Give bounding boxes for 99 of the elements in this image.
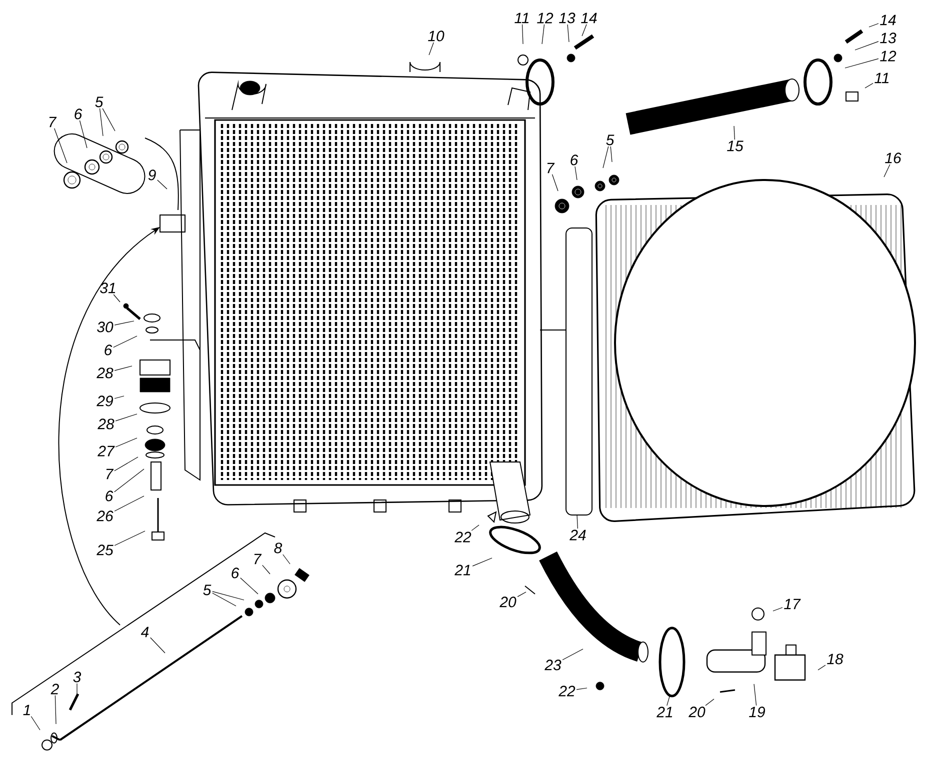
leader-line — [582, 24, 587, 36]
callout-number: 7 — [254, 554, 262, 564]
callout-number: 27 — [98, 446, 115, 456]
callout-number: 18 — [827, 654, 844, 664]
leader-line — [542, 24, 545, 44]
leader-line — [212, 592, 236, 606]
leader-line — [150, 637, 166, 654]
callout-number: 23 — [544, 660, 562, 670]
callout-number: 3 — [73, 672, 82, 682]
leader-line — [705, 698, 714, 706]
leader-line — [114, 468, 144, 492]
leader-line — [472, 558, 492, 566]
callout-number: 12 — [880, 50, 896, 62]
leader-line — [115, 414, 138, 422]
leader-line — [262, 564, 270, 574]
callout-number: 31 — [100, 282, 116, 294]
leader-line — [114, 396, 124, 399]
leader-line — [113, 336, 138, 348]
callout-number: 4 — [140, 626, 149, 638]
callout-number: 8 — [274, 542, 282, 554]
leader-line — [54, 128, 68, 164]
callout-number: 12 — [537, 12, 554, 24]
leader-line — [868, 23, 879, 28]
callout-number: 5 — [203, 584, 212, 596]
callout-number: 2 — [50, 684, 59, 694]
leader-line — [562, 648, 584, 660]
leader-line — [754, 684, 757, 706]
callout-number: 14 — [581, 12, 597, 24]
callout-number: 20 — [500, 596, 516, 608]
callout-number: 22 — [454, 532, 472, 542]
leader-line — [114, 456, 138, 472]
callout-number: 11 — [874, 72, 889, 84]
callout-number: 14 — [880, 14, 896, 26]
leader-line — [818, 664, 826, 670]
callout-number: 13 — [559, 12, 576, 24]
callout-number: 17 — [784, 598, 801, 610]
leader-line — [102, 108, 116, 132]
leader-line — [567, 24, 570, 42]
leader-line — [522, 24, 524, 44]
leader-line — [54, 695, 56, 724]
callout-number: 6 — [104, 344, 112, 356]
leader-line — [734, 126, 735, 140]
leader-line — [517, 592, 526, 597]
callout-number: 6 — [106, 490, 114, 502]
leader-line — [552, 174, 558, 192]
leader-line — [240, 578, 258, 594]
leader-line — [79, 120, 88, 148]
leader-line — [113, 294, 120, 302]
leader-line — [610, 146, 612, 162]
leader-line — [576, 514, 578, 529]
callout-number: 21 — [454, 564, 470, 576]
callout-number: 7 — [106, 468, 114, 480]
leader-line — [864, 82, 874, 88]
leader-line — [576, 688, 588, 690]
leader-line — [428, 42, 434, 56]
callout-number: 28 — [96, 368, 114, 378]
callout-number: 30 — [97, 322, 114, 332]
leader-line — [471, 524, 480, 531]
leader-line — [884, 164, 890, 178]
leader-line — [666, 694, 670, 706]
leader-line — [772, 607, 783, 612]
leader-line — [282, 554, 290, 564]
callout-number: 16 — [885, 152, 902, 164]
callout-number: 7 — [547, 162, 555, 174]
leader-line — [157, 180, 168, 190]
callout-number: 6 — [570, 154, 578, 166]
callout-number: 19 — [749, 706, 766, 718]
callout-number: 10 — [428, 30, 444, 42]
leader-line — [114, 496, 144, 512]
leader-line — [114, 530, 146, 546]
leader-line — [99, 108, 104, 136]
leader-line — [212, 591, 244, 600]
callout-number: 20 — [688, 706, 706, 718]
callout-number: 11 — [514, 12, 529, 24]
callout-number: 5 — [606, 134, 614, 146]
callout-number: 9 — [148, 170, 156, 180]
leader-line — [30, 716, 40, 730]
leader-line — [115, 438, 138, 448]
callout-number: 6 — [74, 108, 82, 120]
callout-number: 28 — [98, 418, 114, 430]
callout-number: 5 — [95, 96, 104, 108]
callout-number: 1 — [23, 704, 30, 716]
callout-number: 21 — [656, 706, 672, 718]
callout-number: 13 — [880, 32, 896, 44]
leader-line — [844, 58, 879, 68]
callout-number: 24 — [570, 530, 586, 540]
leader-line — [574, 166, 578, 180]
leader-line — [76, 683, 78, 698]
leader-line — [114, 366, 132, 371]
leader-line — [602, 146, 609, 168]
callout-number: 25 — [96, 544, 114, 556]
leader-line — [854, 41, 879, 50]
leader-line — [114, 320, 134, 326]
callout-number: 26 — [96, 510, 114, 522]
callout-number: 15 — [727, 140, 744, 152]
callout-number: 29 — [96, 396, 114, 406]
callout-number: 7 — [49, 116, 57, 128]
callout-number: 22 — [558, 686, 576, 696]
callout-number: 6 — [232, 568, 240, 578]
